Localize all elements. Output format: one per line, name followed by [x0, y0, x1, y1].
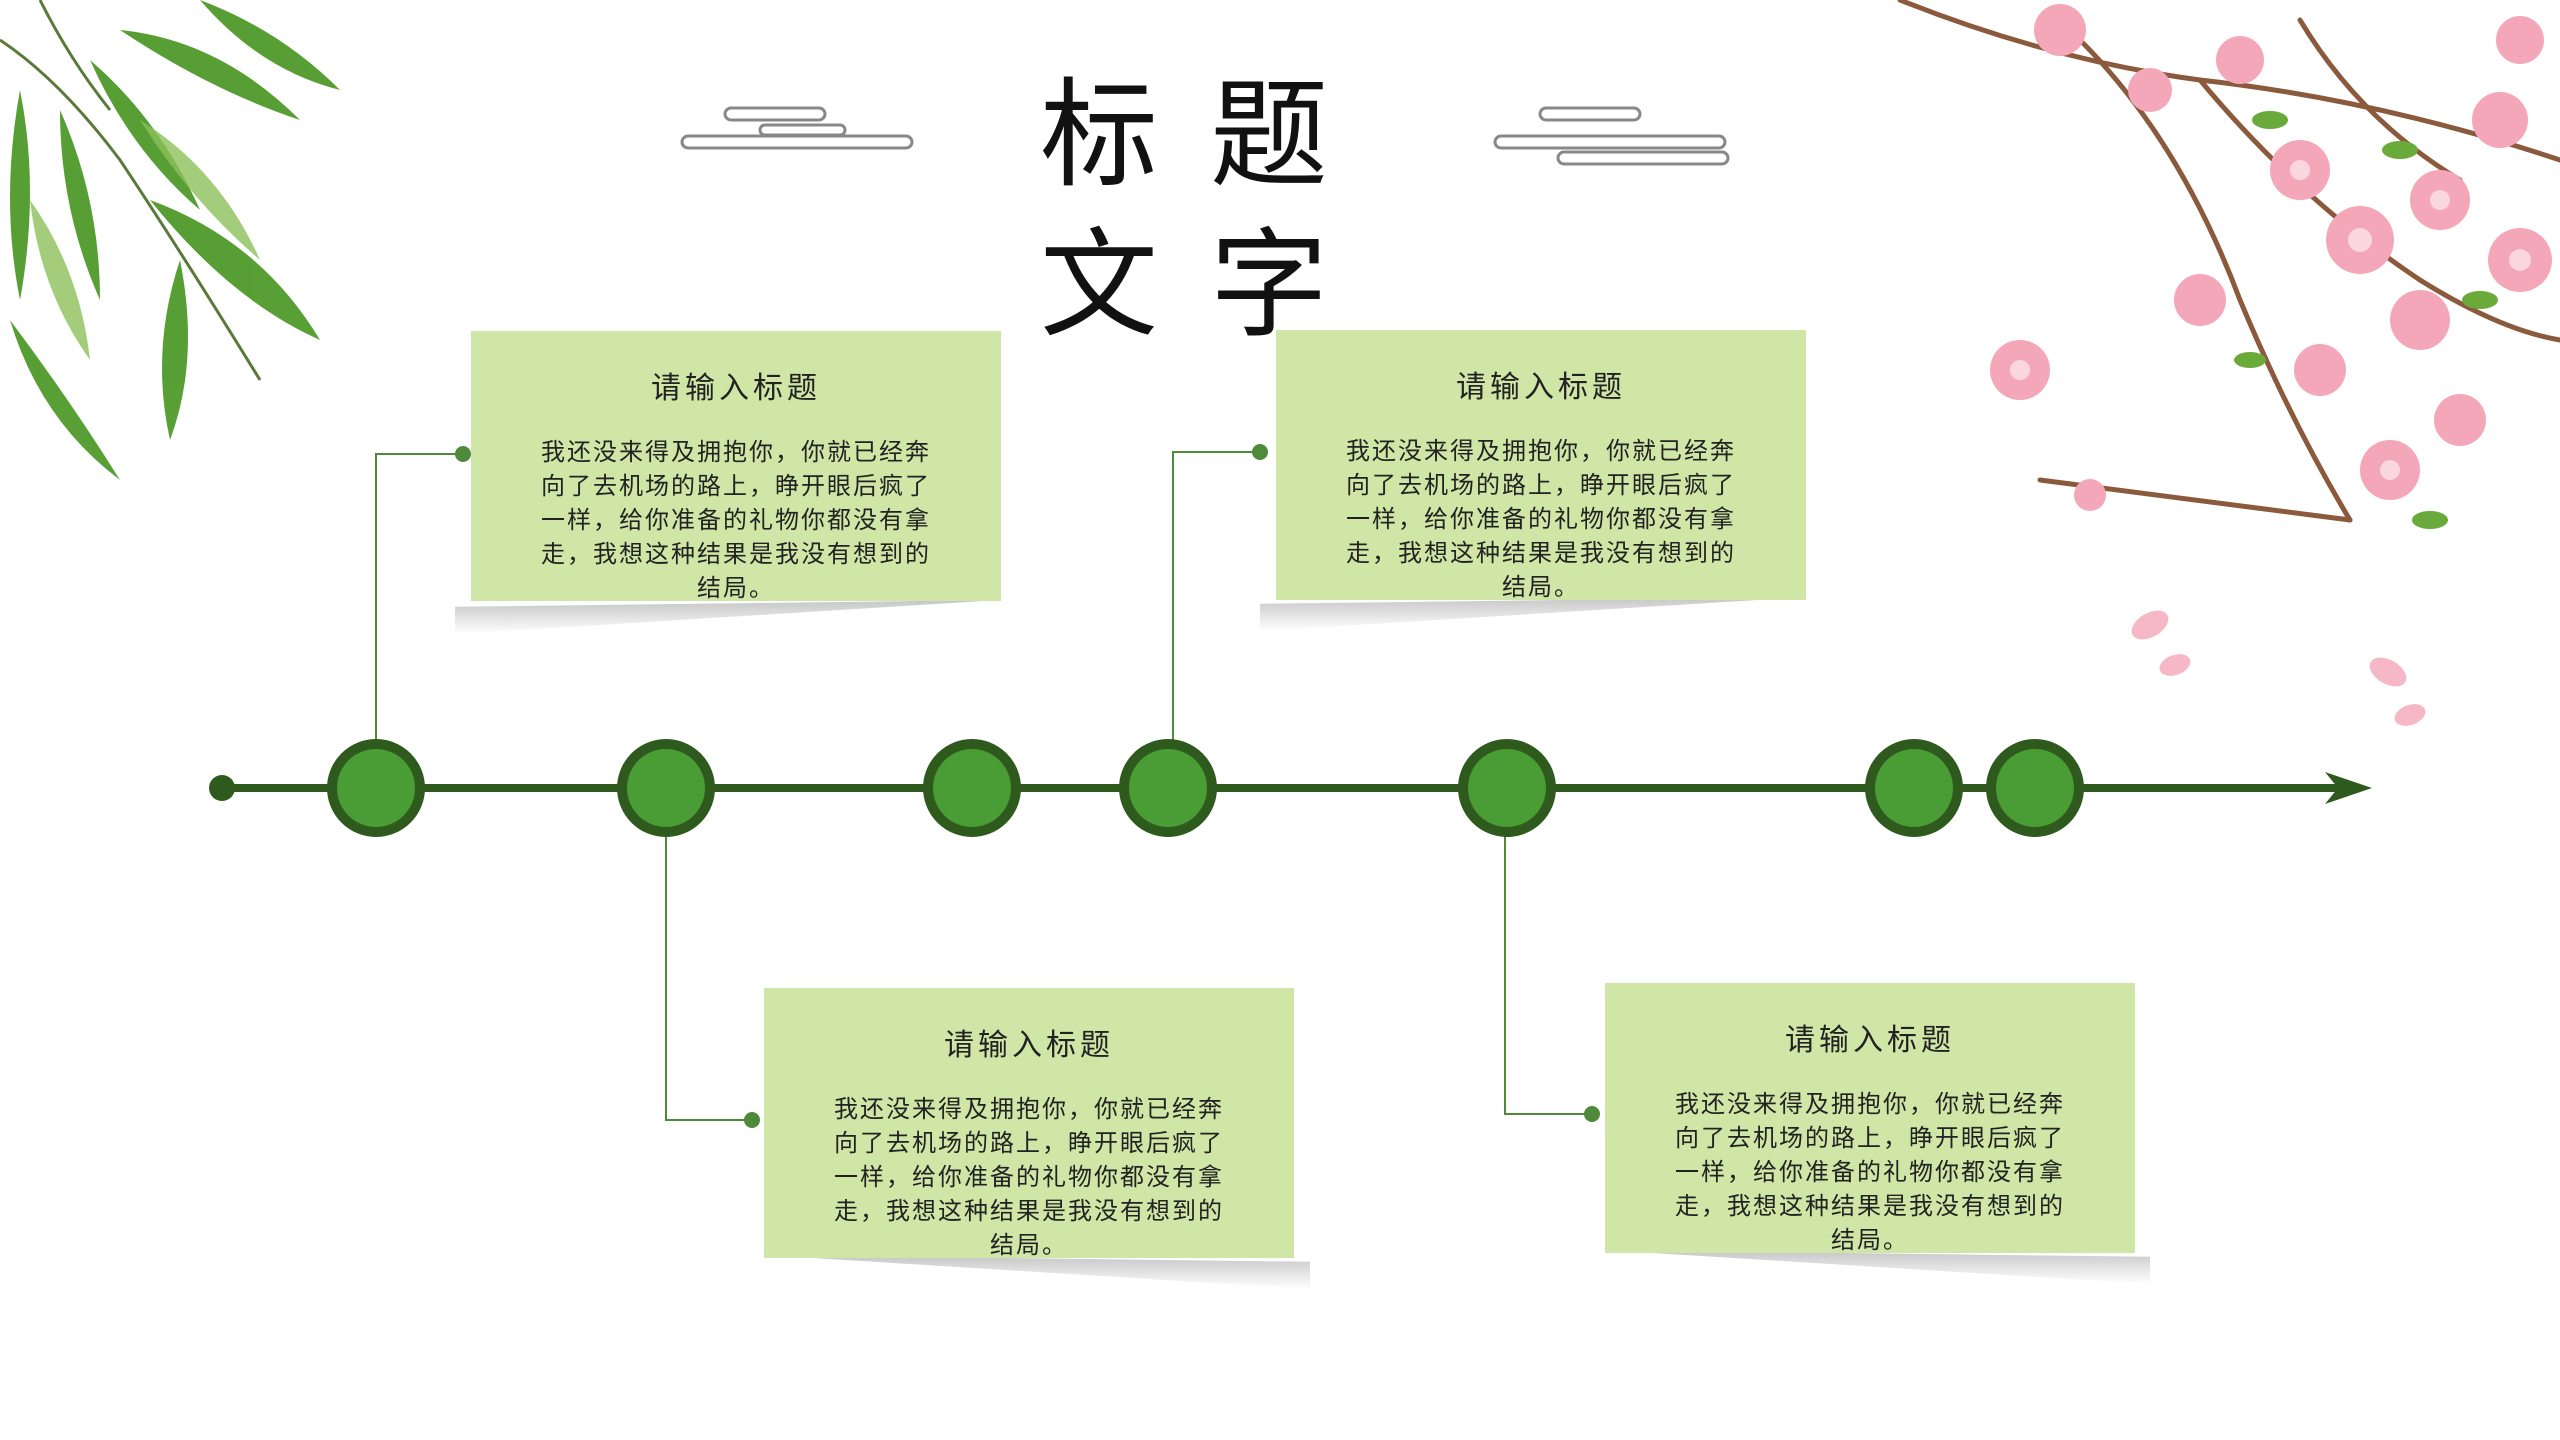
card-body: 我还没来得及拥抱你，你就已经奔向了去机场的路上，睁开眼后疯了一样，给你准备的礼物… — [1346, 437, 1736, 601]
event-card-1: 请输入标题 我还没来得及拥抱你，你就已经奔向了去机场的路上，睁开眼后疯了一样，给… — [471, 331, 1001, 602]
connector-dot — [1584, 1106, 1600, 1122]
event-card-2: 请输入标题 我还没来得及拥抱你，你就已经奔向了去机场的路上，睁开眼后疯了一样，给… — [1276, 330, 1806, 601]
connector-dot — [744, 1112, 760, 1128]
card-title: 请输入标题 — [1456, 370, 1626, 405]
card-title: 请输入标题 — [651, 371, 821, 406]
card-body: 我还没来得及拥抱你，你就已经奔向了去机场的路上，睁开眼后疯了一样，给你准备的礼物… — [834, 1095, 1224, 1259]
event-card-3: 请输入标题 我还没来得及拥抱你，你就已经奔向了去机场的路上，睁开眼后疯了一样，给… — [764, 988, 1294, 1259]
connector-4 — [1504, 788, 1592, 1115]
timeline-node — [1119, 739, 1217, 837]
timeline-node — [923, 739, 1021, 837]
connector-1 — [375, 453, 463, 788]
connector-2 — [665, 788, 752, 1121]
cloud-ornament-icon — [680, 106, 1730, 166]
card-body: 我还没来得及拥抱你，你就已经奔向了去机场的路上，睁开眼后疯了一样，给你准备的礼物… — [1675, 1090, 2065, 1254]
timeline-node — [1865, 739, 1963, 837]
timeline-node — [1458, 739, 1556, 837]
bamboo-leaves-icon — [0, 0, 340, 480]
connector-3 — [1172, 451, 1260, 788]
card-title: 请输入标题 — [944, 1028, 1114, 1063]
cherry-blossom-icon — [1897, 0, 2560, 726]
connector-dot — [455, 446, 471, 462]
connector-dot — [1252, 444, 1268, 460]
card-title: 请输入标题 — [1785, 1023, 1955, 1058]
timeline-node — [327, 739, 425, 837]
timeline-node — [1986, 739, 2084, 837]
card-body: 我还没来得及拥抱你，你就已经奔向了去机场的路上，睁开眼后疯了一样，给你准备的礼物… — [541, 438, 931, 602]
timeline-arrow-icon — [2325, 772, 2372, 804]
timeline-node — [617, 739, 715, 837]
event-card-4: 请输入标题 我还没来得及拥抱你，你就已经奔向了去机场的路上，睁开眼后疯了一样，给… — [1605, 983, 2135, 1254]
timeline-start-dot — [209, 775, 235, 801]
